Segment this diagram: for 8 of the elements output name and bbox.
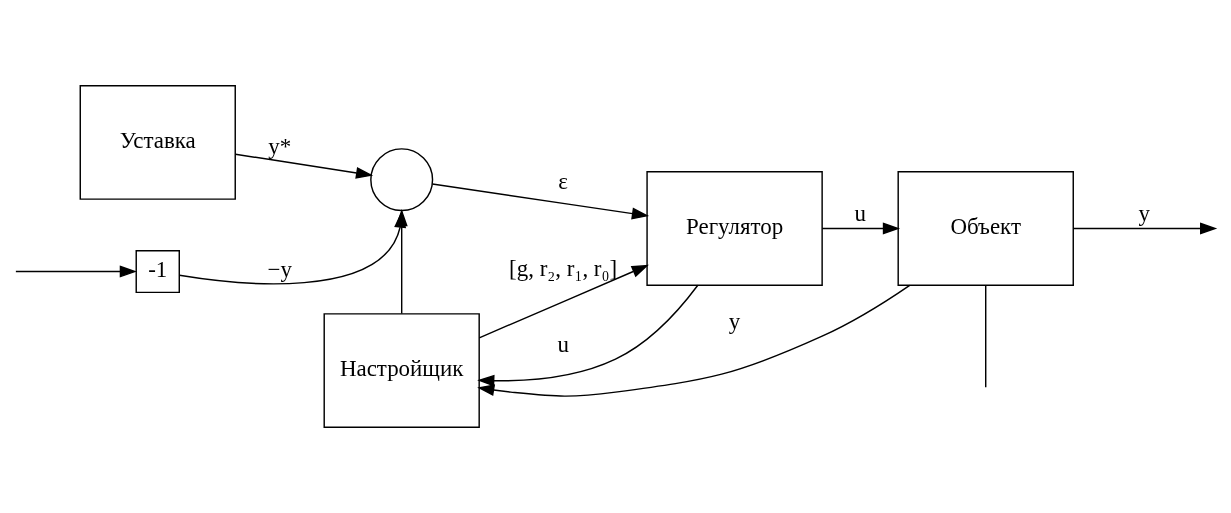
edge-label: u bbox=[557, 331, 569, 357]
edge-label: y bbox=[728, 308, 741, 334]
edge-label: [g, r₂, r₁, r₀] bbox=[509, 255, 618, 281]
edge-label: y bbox=[1138, 201, 1151, 227]
edge-label: y* bbox=[268, 133, 292, 159]
edge-label: u bbox=[854, 201, 866, 227]
edge-label: ε bbox=[558, 169, 568, 195]
edge-label: −y bbox=[267, 257, 292, 283]
